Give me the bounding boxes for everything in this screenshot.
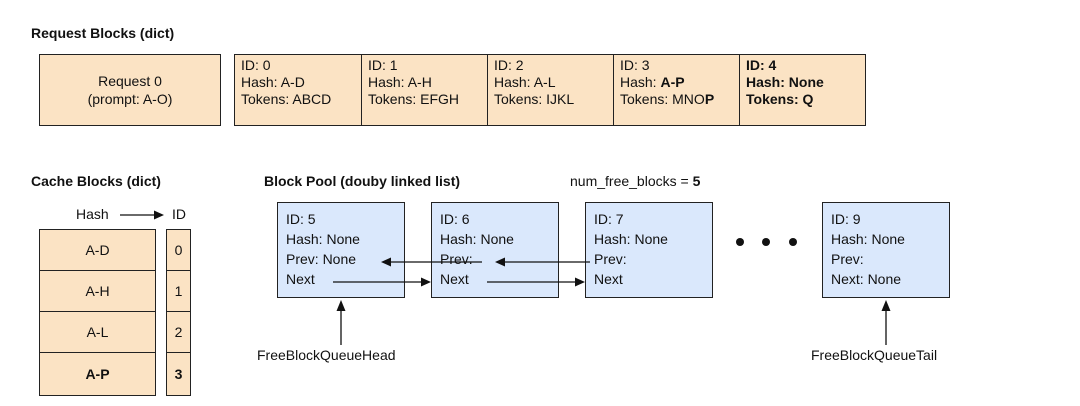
- cache-id-cell: 0: [166, 229, 191, 271]
- cache-id-header: ID: [172, 206, 186, 222]
- pool-hash: Hash: None: [594, 231, 668, 247]
- pool-prev: Prev: None: [286, 251, 357, 267]
- ellipsis-dot: [762, 238, 770, 246]
- block-pool-title: Block Pool (douby linked list): [264, 173, 461, 189]
- tail-arrowhead: [881, 300, 891, 311]
- cache-id-cell: 2: [166, 311, 191, 353]
- pool-block-9: ID: 9 Hash: None Prev: Next: None: [822, 202, 950, 298]
- free-block-queue-tail-label: FreeBlockQueueTail: [811, 347, 938, 363]
- block-tokens: Tokens: Q: [746, 91, 814, 107]
- block-tokens: Tokens: MNOP: [620, 91, 715, 107]
- pool-hash: Hash: None: [286, 231, 360, 247]
- ellipsis-dot: [789, 238, 797, 246]
- prev-arrowhead-7-6: [495, 257, 505, 267]
- pool-hash: Hash: None: [831, 231, 905, 247]
- pool-prev: Prev:: [440, 251, 473, 267]
- request-block-3: ID: 3 Hash: A-P Tokens: MNOP: [613, 54, 740, 126]
- pool-next: Next: None: [831, 271, 902, 287]
- block-tokens: Tokens: ABCD: [241, 91, 332, 107]
- pool-next: Next: [594, 271, 623, 287]
- cache-hash-header: Hash: [76, 206, 109, 222]
- block-hash: Hash: A-L: [494, 74, 556, 90]
- block-id: ID: 4: [746, 57, 777, 73]
- pool-prev: Prev:: [594, 251, 627, 267]
- cache-hash-cell: A-D: [39, 229, 156, 271]
- block-id: ID: 3: [620, 57, 650, 73]
- pool-id: ID: 6: [440, 211, 470, 227]
- request-label: Request 0: [98, 73, 162, 89]
- block-tokens: Tokens: IJKL: [494, 91, 575, 107]
- head-arrowhead: [336, 300, 346, 311]
- block-id: ID: 1: [368, 57, 398, 73]
- pool-prev: Prev:: [831, 251, 864, 267]
- next-arrowhead-5-6: [421, 277, 431, 287]
- request-blocks-title: Request Blocks (dict): [31, 25, 175, 41]
- free-block-queue-head-label: FreeBlockQueueHead: [257, 347, 396, 363]
- pool-hash: Hash: None: [440, 231, 514, 247]
- cache-id-cell: 3: [166, 352, 191, 396]
- pool-next: Next: [286, 271, 315, 287]
- block-id: ID: 2: [494, 57, 524, 73]
- pool-id: ID: 7: [594, 211, 624, 227]
- cache-hash-cell: A-P: [39, 352, 156, 396]
- request-prompt: (prompt: A-O): [87, 91, 173, 107]
- block-hash: Hash: A-H: [368, 74, 432, 90]
- num-free-blocks: num_free_blocks = 5: [570, 173, 701, 189]
- block-id: ID: 0: [241, 57, 271, 73]
- pool-next: Next: [440, 271, 469, 287]
- pool-block-7: ID: 7 Hash: None Prev: Next: [585, 202, 713, 298]
- pool-id: ID: 9: [831, 211, 861, 227]
- request-block-2: ID: 2 Hash: A-L Tokens: IJKL: [487, 54, 614, 126]
- hash-to-id-arrow: [120, 210, 164, 220]
- pool-id: ID: 5: [286, 211, 316, 227]
- block-hash: Hash: None: [746, 74, 824, 90]
- request-box: Request 0 (prompt: A-O): [39, 54, 221, 126]
- request-block-4: ID: 4 Hash: None Tokens: Q: [739, 54, 866, 126]
- block-hash: Hash: A-D: [241, 74, 305, 90]
- cache-blocks-title: Cache Blocks (dict): [31, 173, 161, 189]
- ellipsis-dot: [736, 238, 744, 246]
- next-arrowhead-6-7: [575, 277, 585, 287]
- prev-arrowhead-6-5: [381, 257, 391, 267]
- block-tokens: Tokens: EFGH: [368, 91, 460, 107]
- cache-hash-cell: A-L: [39, 311, 156, 353]
- block-hash: Hash: A-P: [620, 74, 685, 90]
- request-block-0: ID: 0 Hash: A-D Tokens: ABCD: [234, 54, 362, 126]
